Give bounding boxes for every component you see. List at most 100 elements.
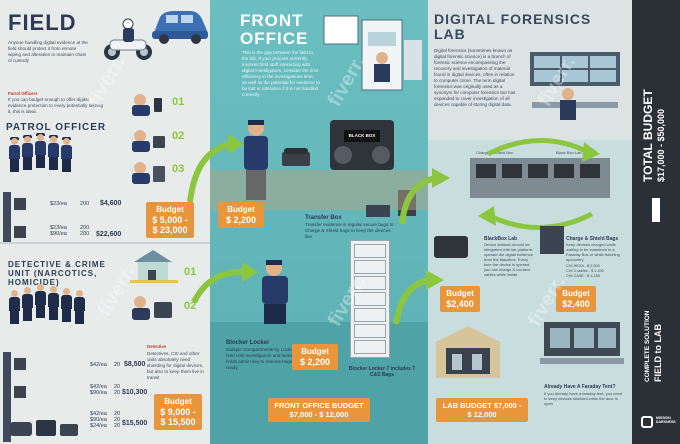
flow-arrow-front-to-lab: [399, 168, 450, 225]
blocker-locker-title: Blocker Locker: [226, 340, 270, 346]
front-budget-1-label: Budget: [227, 205, 255, 214]
lab-budget-1-label: Budget: [446, 289, 474, 298]
charge-shield-text: Keep devices charged while waiting to be…: [566, 242, 620, 262]
detective-bag-icon-2: [14, 386, 26, 398]
side-divider-bar: [652, 198, 660, 222]
blocker-locker-text: Multiple Compartments by Locker Shield c…: [226, 347, 318, 370]
flow-arrow-field-to-front: [187, 134, 244, 203]
front-budget-tag-2: Budget $ 2,200: [292, 344, 338, 370]
lab-workstation-illustration: [522, 46, 628, 136]
transfer-box-icon: [366, 205, 390, 217]
front-office-title: FRONT OFFICE: [240, 11, 309, 48]
front-office-budget: FRONT OFFICE BUDGET $7,000 - $ 12,000: [268, 398, 370, 422]
blackbox-lab-icon: [434, 236, 468, 258]
front-budget-2-amount: $ 2,200: [299, 357, 331, 367]
lab-budget-2-label: Budget: [562, 289, 590, 298]
charge-shield-bag-icon: [540, 226, 564, 254]
officer-phone-illustration: [128, 92, 168, 116]
motorcycle-officer-illustration: [100, 18, 156, 62]
field-section-divider: [0, 242, 210, 244]
patrol-officers-illustration: [8, 133, 78, 174]
blocker-locker-cabinet: [350, 240, 390, 358]
mission-darkness-brand: MISSION DARKNESS: [656, 416, 676, 424]
flow-arrow-detective-to-front: [191, 262, 258, 304]
faraday-tent-title: Already Have A Faraday Tent?: [544, 384, 616, 390]
patrol-row2-qty: 200 200: [80, 225, 90, 237]
detective-row3-qty: 20 20 20: [114, 411, 121, 429]
patrol-note: If you can budget enough to offer digita…: [8, 97, 103, 114]
patrol-step-2: 02: [172, 130, 185, 142]
detective-title: DETECTIVE & CRIME UNIT (NARCOTICS, HOMIC…: [8, 260, 106, 287]
detective-row2-total: $10,300: [122, 389, 148, 396]
patrol-table-strip: [3, 192, 11, 242]
detective-step-1: 01: [184, 266, 197, 278]
patrol-row1-price: $23/ea: [50, 201, 67, 207]
patrol-budget-tag: Budget $ 5,000 - $ 23,000: [146, 202, 194, 238]
patrol-step-1: 01: [172, 96, 185, 108]
lab-budget-2-amount: $2,400: [562, 299, 590, 309]
detective-note: Detectives, CSI and other units absolute…: [147, 351, 204, 380]
transfer-box-text: Transfer evidence in regular secure bags…: [305, 222, 394, 239]
faraday-tent-illustration: [432, 322, 504, 380]
flow-arrow-locker-to-lab: [393, 270, 444, 325]
lab-budget-tag-1: Budget $2,400: [440, 286, 480, 312]
total-budget-label: TOTAL BUDGET: [641, 89, 655, 182]
lab-budget-tag-2: Budget $2,400: [556, 286, 596, 312]
lab-desk-illustration: [540, 318, 624, 374]
lab-intro: Digital forensics (sometimes known as di…: [434, 48, 516, 107]
detective-row1-qty: 20: [114, 362, 121, 368]
lab-cycle-arrows: [478, 138, 600, 230]
detective-note-title: Detective: [147, 344, 167, 349]
detective-case-icon: [10, 418, 80, 438]
telephone-icon: [280, 146, 312, 168]
locker-caption: Blocker Locker 7 includes 7 C&S Bags: [348, 366, 416, 378]
lab-title: DIGITAL FORENSICS LAB: [434, 11, 592, 42]
charge-shield-prices: CHI HEXA - $ 2,500 CHI 3 cables - $ 1,10…: [566, 264, 604, 278]
detective-row3-price: $42/ea $90/ea $24/ea: [90, 411, 107, 429]
detective-budget-label: Budget: [164, 397, 192, 406]
black-box-label: BLACK BOX: [344, 130, 380, 142]
detective-step-2: 02: [184, 300, 197, 312]
detective-budget-tag: Budget $ 9,000 - $ 15,500: [154, 394, 202, 430]
lab-bench: [470, 158, 610, 198]
field-title: FIELD: [8, 10, 77, 35]
lab-budget: LAB BUDGET $7,000 - $ 12,000: [436, 398, 528, 422]
charge-shield-title: Charge & Shield Bags: [566, 236, 619, 242]
patrol-budget-label: Budget: [156, 205, 184, 214]
patrol-row1-total: $4,600: [100, 200, 122, 207]
total-budget-amount: $17,000 - $50,000: [656, 108, 666, 182]
detective-row2-qty: 20 20: [114, 384, 121, 396]
detective-bag-icon: [14, 358, 26, 370]
black-box-device: BLACK BOX: [330, 120, 394, 170]
patrol-budget-amount: $ 5,000 - $ 23,000: [152, 215, 188, 235]
front-budget-tag-1: Budget $ 2,200: [218, 202, 264, 228]
locker-officer-illustration: [252, 258, 296, 324]
bench-label-right: Black Box Lab: [556, 150, 582, 155]
crime-scene-house-illustration: [130, 250, 178, 286]
detective-team-illustration: [8, 282, 92, 326]
patrol-note-title: Patrol Officers: [8, 91, 38, 96]
transfer-box-title: Transfer Box: [305, 215, 342, 221]
blackbox-lab-title: BlackBox Lab: [484, 236, 518, 242]
shield-bag-icon: [14, 198, 26, 210]
faraday-tent-text: If you already have a faraday tent, you …: [544, 391, 623, 406]
complete-solution-label: COMPLETE SOLUTION: [644, 310, 651, 383]
patrol-step-3: 03: [172, 163, 185, 175]
detective-row3-total: $15,500: [122, 420, 148, 427]
detective-row2-price: $42/ea $90/ea: [90, 384, 107, 396]
detective-row1-total: $8,500: [124, 361, 146, 368]
front-office-intro: This is the gap between the field to the…: [242, 50, 320, 97]
officer-seal-illustration: [128, 160, 168, 184]
police-car-illustration: [150, 5, 210, 47]
patrol-row2-total: $22,600: [96, 231, 122, 238]
detective-row1-price: $42/ea: [90, 362, 107, 368]
detective-evidence-illustration: [128, 294, 176, 322]
field-intro: Anyone handling digital evidence at the …: [8, 40, 88, 63]
shield-bag-icon-2: [14, 226, 26, 238]
officer-bag-illustration: [128, 128, 168, 152]
patrol-officer-title: PATROL OFFICER: [6, 122, 107, 133]
budget-side-panel: [632, 0, 680, 444]
office-room-illustration: [318, 10, 424, 98]
patrol-row2-price: $23/ea $90/ea: [50, 225, 67, 237]
detective-budget-amount: $ 9,000 - $ 15,500: [160, 407, 196, 427]
